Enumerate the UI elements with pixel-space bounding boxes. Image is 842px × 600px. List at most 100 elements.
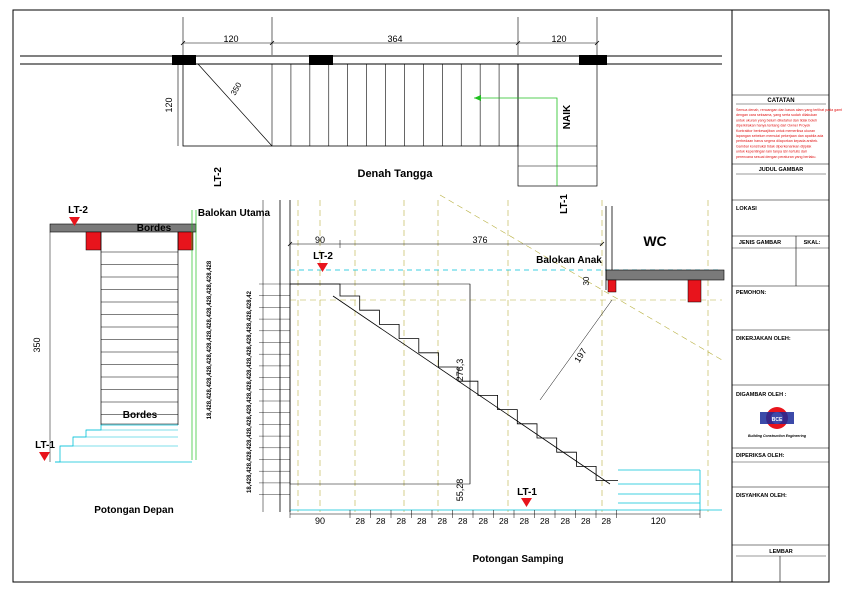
tb-dikerjakan: DIKERJAKAN OLEH: xyxy=(736,336,791,342)
tb-pemohon: PEMOHON: xyxy=(736,290,766,296)
front-title: Potongan Depan xyxy=(94,505,173,516)
plan-column-1 xyxy=(172,55,196,65)
company-logo: BCE Building Construction Engineering xyxy=(748,407,807,438)
side-wc-label: WC xyxy=(643,233,666,249)
side-bottom-dim-tread: 28 xyxy=(479,516,489,526)
side-section: 90 376 LT-2 WC Balokan Anak 30 197 276,3… xyxy=(247,194,725,565)
plan-arrow-line xyxy=(474,97,558,186)
stair-plan: 120 364 120 350 120 NAIK LT-1 LT-2 Denah… xyxy=(20,17,722,214)
tb-note-line: lapangan sebelum memulai pekerjaan dan a… xyxy=(736,134,823,138)
side-bottom-dim-tread: 28 xyxy=(397,516,407,526)
side-title: Potongan Samping xyxy=(472,554,563,565)
side-bottom-dim-tread: 28 xyxy=(581,516,591,526)
plan-dim-1: 120 xyxy=(223,34,238,44)
side-dim-2763: 276,3 xyxy=(455,359,465,382)
front-beam-right xyxy=(177,231,194,251)
side-beam-anak xyxy=(607,279,617,293)
front-lt1-label: LT-1 xyxy=(35,440,55,451)
tb-note-line: Gambar konstruksi tidak diperkenankan di… xyxy=(736,144,812,148)
side-balok-anak-label: Balokan Anak xyxy=(536,255,602,266)
front-lt2-marker xyxy=(69,217,80,226)
side-bottom-dim-tread: 28 xyxy=(540,516,550,526)
front-lt1-marker xyxy=(39,452,50,461)
tb-lokasi: LOKASI xyxy=(736,206,757,212)
side-dim-top-right: 376 xyxy=(472,235,487,245)
tb-note-line: dengan cara seksama, yang serta sudah di… xyxy=(736,113,817,117)
front-bordes-top: Bordes xyxy=(137,223,172,234)
side-ground-steps xyxy=(290,469,722,511)
side-bottom-dim-tread: 28 xyxy=(499,516,509,526)
front-lt2-label: LT-2 xyxy=(68,205,88,216)
tb-notes: Semua denah, rencangan dan kasus alam ya… xyxy=(736,108,842,159)
side-bottom-dim-tread: 28 xyxy=(602,516,612,526)
side-bottom-dims: 90 28 28 28 28 28 28 28 28 28 28 28 28 28 120 xyxy=(289,510,701,526)
tb-note-line: untuk kepentingan lain tanpa izin tertul… xyxy=(736,150,807,154)
front-section: 350 LT-2 LT-1 Bordes Bordes Balokan Utam… xyxy=(32,205,271,516)
side-lt1-marker xyxy=(521,498,532,507)
side-bottom-dim-tread: 28 xyxy=(561,516,571,526)
side-beam-utama xyxy=(687,279,702,303)
tb-note-line: Semua denah, rencangan dan kasus alam ya… xyxy=(736,108,842,112)
side-dim-197: 197 xyxy=(572,346,588,364)
side-riser-dims: 18,428,428,428,428,428,428,428,428,428,4… xyxy=(247,290,253,493)
side-stair-soffit xyxy=(332,295,611,485)
front-slab xyxy=(49,223,197,233)
side-bottom-dim-last: 120 xyxy=(651,516,666,526)
plan-depth-dim: 120 xyxy=(164,97,174,112)
side-dim-top-left: 90 xyxy=(315,235,325,245)
logo-text: Building Construction Engineering xyxy=(748,434,807,438)
side-bottom-dim-tread: 28 xyxy=(520,516,530,526)
front-height-dim: 350 xyxy=(32,337,42,352)
side-bottom-dim-first: 90 xyxy=(315,516,325,526)
title-block: CATATAN Semua denah, rencangan dan kasus… xyxy=(732,94,842,582)
plan-diag-dim: 350 xyxy=(229,80,244,97)
tb-note-line: perbedaan harus segera dilaporkan kepada… xyxy=(736,139,818,143)
plan-arrow-head xyxy=(474,95,481,101)
side-stair-profile xyxy=(290,283,618,482)
side-lt1-label: LT-1 xyxy=(517,487,537,498)
front-balok-utama-label: Balokan Utama xyxy=(198,208,271,219)
side-bottom-dim-tread: 28 xyxy=(356,516,366,526)
tb-note-line: perencana sesuai dengan peraturan yang b… xyxy=(736,155,816,159)
tb-note-line: diperkirakan hanya tentang dari Owner Pr… xyxy=(736,124,810,128)
plan-dim-2: 364 xyxy=(387,34,402,44)
plan-treads xyxy=(271,64,519,146)
plan-lt2-label: LT-2 xyxy=(213,167,224,187)
side-dim-30: 30 xyxy=(582,276,591,285)
front-treads xyxy=(101,251,178,425)
tb-note-line: Kontraktor berkewajiban untuk memeriksa … xyxy=(736,129,815,133)
side-slab xyxy=(605,269,725,281)
side-dim-5528: 55,28 xyxy=(455,479,465,502)
tb-note-line: untuk ukuran yang belum diketahui dan ti… xyxy=(736,118,817,122)
side-lt2-marker xyxy=(317,263,328,272)
plan-title: Denah Tangga xyxy=(358,168,434,180)
svg-text:BCE: BCE xyxy=(772,417,783,423)
tb-lembar: LEMBAR xyxy=(769,549,793,555)
side-bottom-dim-tread: 28 xyxy=(376,516,386,526)
side-grid xyxy=(290,194,723,512)
front-beam-left xyxy=(85,231,102,251)
side-bottom-dim-tread: 28 xyxy=(438,516,448,526)
tb-judul: JUDUL GAMBAR xyxy=(759,167,804,173)
front-riser-dims: 18,428,428,428,428,428,428,428,428,428,4… xyxy=(207,260,213,419)
front-bordes-bottom: Bordes xyxy=(123,410,158,421)
tb-skal: SKAL: xyxy=(804,240,821,246)
plan-column-2 xyxy=(309,55,333,65)
tb-diperiksa: DIPERIKSA OLEH: xyxy=(736,453,785,459)
side-bottom-dim-tread: 28 xyxy=(417,516,427,526)
plan-dim-3: 120 xyxy=(551,34,566,44)
plan-column-3 xyxy=(579,55,607,65)
sheet-border xyxy=(12,9,830,583)
front-ground-line xyxy=(55,424,178,463)
plan-lt1-label: LT-1 xyxy=(559,194,570,214)
side-riser-ticks xyxy=(259,283,290,495)
tb-jenis: JENIS GAMBAR xyxy=(739,240,781,246)
tb-catatan: CATATAN xyxy=(767,98,794,104)
plan-naik-label: NAIK xyxy=(562,104,573,129)
tb-digambar: DIGAMBAR OLEH : xyxy=(736,392,787,398)
tb-disyahkan: DISYAHKAN OLEH: xyxy=(736,493,787,499)
side-bottom-dim-tread: 28 xyxy=(458,516,468,526)
side-lt2-label: LT-2 xyxy=(313,251,333,262)
